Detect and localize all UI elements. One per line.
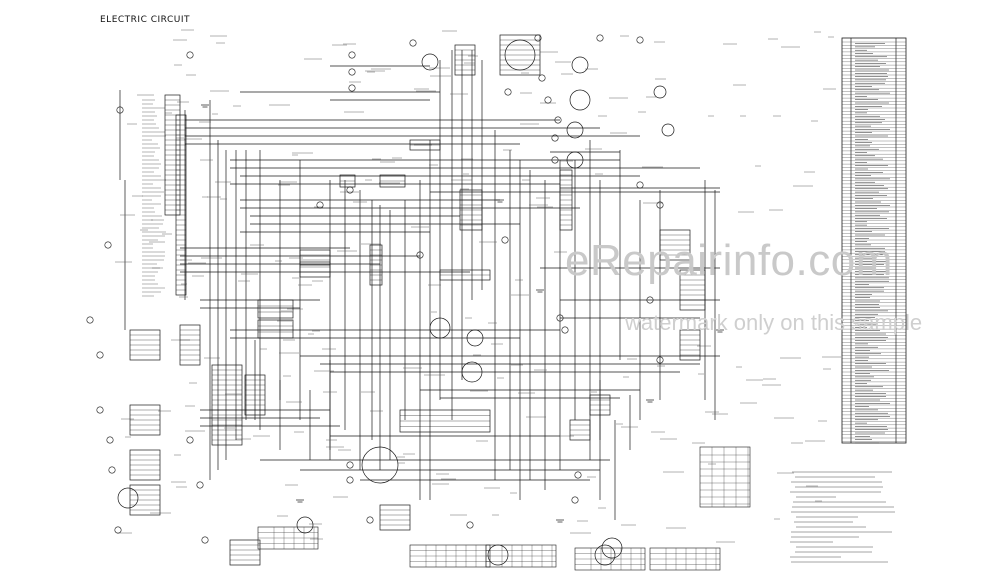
watermark-primary: eRepairinfo.com — [565, 236, 893, 285]
connector-block — [257, 299, 294, 319]
callout-bubble — [544, 96, 552, 104]
callout-bubble — [201, 536, 209, 544]
callout-bubble — [466, 521, 474, 529]
watermark-secondary: watermark only on this sample — [625, 310, 923, 335]
component-circle — [504, 39, 536, 71]
connector-block — [299, 261, 331, 278]
callout-bubble — [504, 88, 512, 96]
callout-bubble — [346, 461, 354, 469]
component-circle — [466, 329, 484, 347]
component-circle — [653, 85, 667, 99]
callout-bubble — [636, 36, 644, 44]
diagram-title: ELECTRIC CIRCUIT — [100, 15, 190, 25]
callout-bubble — [554, 116, 562, 124]
component-circle — [296, 516, 314, 534]
callout-bubble — [571, 496, 579, 504]
parts-legend-table — [841, 37, 907, 444]
component-circle — [487, 544, 509, 566]
callout-bubble — [348, 51, 356, 59]
component-circle — [117, 487, 139, 509]
callout-bubble — [348, 84, 356, 92]
component-circle — [421, 53, 439, 71]
connector-block — [379, 504, 411, 531]
connector-block — [299, 249, 331, 266]
callout-bubble — [636, 181, 644, 189]
component-circle — [569, 89, 591, 111]
callout-bubble — [646, 296, 654, 304]
legend-rows — [842, 41, 906, 444]
callout-bubble — [114, 526, 122, 534]
callout-bubble — [656, 356, 664, 364]
components — [86, 34, 724, 566]
callout-bubble — [574, 471, 582, 479]
component-circle — [571, 56, 589, 74]
callout-bubble — [416, 251, 424, 259]
callout-bubble — [551, 156, 559, 164]
callout-bubble — [656, 201, 664, 209]
component-circle — [594, 544, 616, 566]
wire-network — [115, 29, 841, 543]
switch-tables — [257, 526, 721, 571]
callout-bubble — [409, 39, 417, 47]
callout-bubble — [108, 466, 116, 474]
callout-bubble — [116, 106, 124, 114]
callout-bubble — [186, 436, 194, 444]
callout-bubble — [96, 406, 104, 414]
callout-bubble — [104, 241, 112, 249]
callout-bubble — [346, 186, 354, 194]
component-circle — [361, 446, 399, 484]
notes-area — [699, 446, 895, 563]
callout-bubble — [501, 236, 509, 244]
component-circle — [461, 361, 483, 383]
callout-bubble — [561, 326, 569, 334]
callout-bubble — [186, 51, 194, 59]
callout-bubble — [106, 436, 114, 444]
component-circle — [429, 317, 451, 339]
callout-bubble — [556, 314, 564, 322]
component-circle — [566, 121, 584, 139]
connector-block — [229, 539, 261, 566]
callout-bubble — [534, 34, 542, 42]
callout-bubble — [348, 68, 356, 76]
callout-bubble — [86, 316, 94, 324]
callout-bubble — [596, 34, 604, 42]
callout-bubble — [316, 201, 324, 209]
component-circle — [661, 123, 675, 137]
callout-bubble — [366, 516, 374, 524]
callout-bubble — [96, 351, 104, 359]
notes-table — [699, 446, 751, 508]
callout-bubble — [346, 476, 354, 484]
callout-bubble — [551, 134, 559, 142]
component-circle — [566, 151, 584, 169]
connector-block — [257, 319, 294, 339]
callout-bubble — [196, 481, 204, 489]
callout-bubble — [538, 74, 546, 82]
